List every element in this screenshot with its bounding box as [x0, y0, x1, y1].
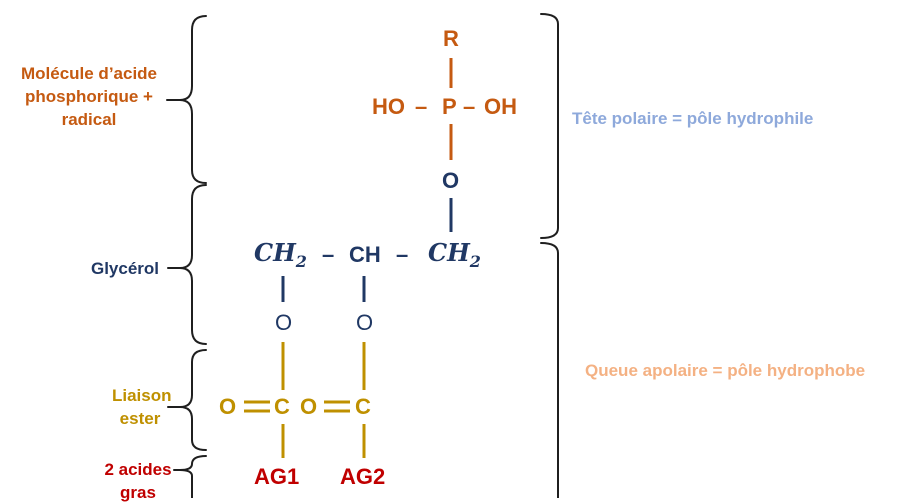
brace-fatty-acids	[179, 455, 207, 498]
atom-p: P	[442, 94, 457, 119]
atom-r: R	[443, 26, 459, 51]
brace-ester	[179, 349, 207, 451]
bond-dash-ch2-ch: –	[322, 242, 335, 267]
bracket-polar-head	[540, 13, 559, 239]
atom-carbon-2: C	[355, 394, 371, 419]
bond-dash-ch-ch2: –	[396, 242, 409, 267]
atom-ho: HO	[372, 94, 405, 119]
fatty-acid-ag1: AG1	[254, 464, 300, 489]
bracket-apolar-tail	[540, 242, 559, 498]
brace-phosphate	[179, 15, 207, 184]
fatty-acid-ag2: AG2	[340, 464, 386, 489]
atom-o-link: O	[442, 168, 460, 193]
label-phosphate: Molécule d’acide phosphorique + radical	[20, 64, 158, 129]
atom-o-ester-2: O	[356, 310, 374, 335]
atom-carbonyl-o-1: O	[219, 394, 237, 419]
label-polar-head: Tête polaire = pôle hydrophile	[572, 109, 814, 128]
atom-carbon-1: C	[274, 394, 290, 419]
atom-carbonyl-o-2: O	[300, 394, 318, 419]
group-ch: CH	[349, 242, 381, 267]
atom-oh: OH	[484, 94, 517, 119]
label-ester: Liaison ester	[112, 386, 172, 428]
group-ch2-left: CH2	[254, 238, 307, 271]
label-apolar-tail: Queue apolaire = pôle hydrophobe	[585, 361, 866, 380]
bond-dash-ho-p: –	[415, 94, 428, 119]
brace-glycerol	[179, 184, 207, 345]
label-glycerol: Glycérol	[90, 259, 160, 278]
label-fatty-acids: 2 acides gras	[104, 460, 172, 502]
group-ch2-right: CH2	[428, 238, 481, 271]
atom-o-ester-1: O	[275, 310, 293, 335]
bond-dash-p-oh: –	[463, 94, 476, 119]
